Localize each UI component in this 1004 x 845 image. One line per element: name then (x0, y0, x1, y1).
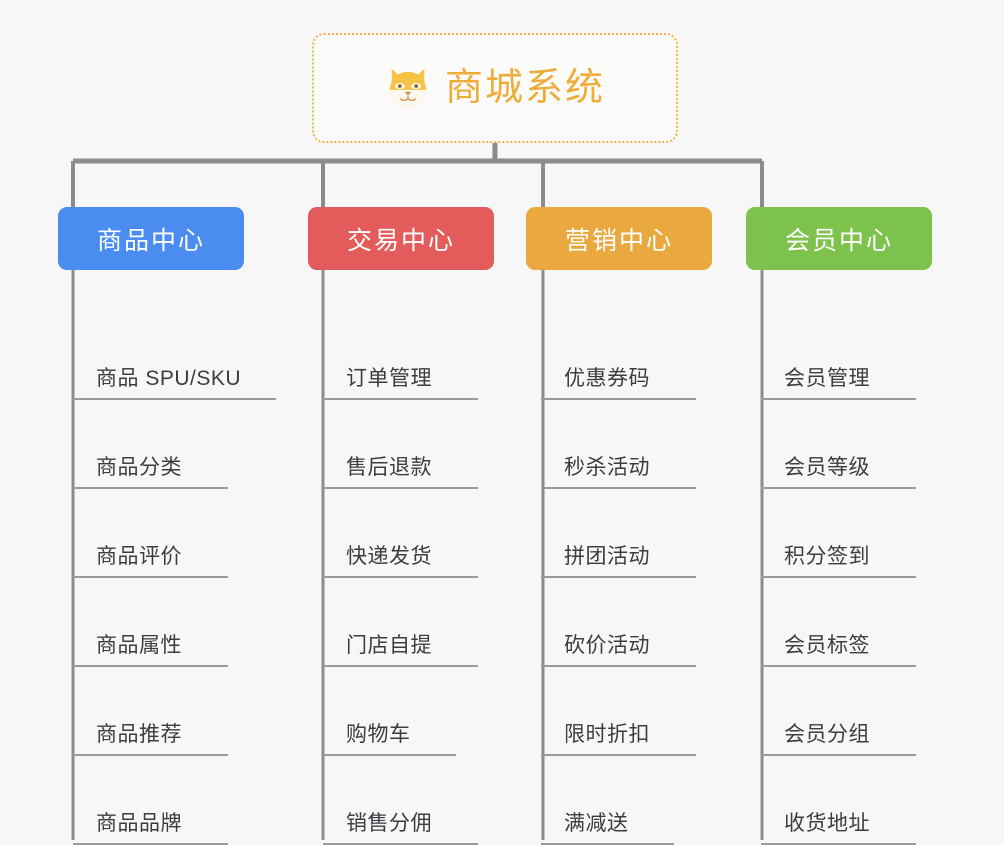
leaf-item[interactable]: 商品推荐 (58, 667, 244, 756)
column-header-marketing-center[interactable]: 营销中心 (526, 207, 712, 270)
column-trade-center: 交易中心订单管理售后退款快递发货门店自提购物车销售分佣 (308, 207, 494, 845)
leaf-item-underline (761, 754, 916, 756)
leaf-item-label: 优惠券码 (564, 367, 650, 390)
leaf-item-label: 售后退款 (346, 456, 432, 479)
leaf-item-underline (541, 487, 696, 489)
leaf-list-marketing-center: 优惠券码秒杀活动拼团活动砍价活动限时折扣满减送 (526, 311, 712, 845)
leaf-item-label: 门店自提 (346, 634, 432, 657)
leaf-item-underline (761, 398, 916, 400)
leaf-item[interactable]: 销售分佣 (308, 756, 494, 845)
leaf-item[interactable]: 优惠券码 (526, 311, 712, 400)
leaf-item-label: 商品属性 (96, 634, 182, 657)
leaf-item[interactable]: 商品分类 (58, 400, 244, 489)
leaf-item-label: 商品 SPU/SKU (96, 367, 242, 390)
leaf-item-label: 秒杀活动 (564, 456, 650, 479)
leaf-item[interactable]: 限时折扣 (526, 667, 712, 756)
leaf-item[interactable]: 砍价活动 (526, 578, 712, 667)
leaf-item-underline (541, 398, 696, 400)
leaf-item-label: 限时折扣 (564, 723, 650, 746)
root-title: 商城系统 (444, 67, 605, 109)
leaf-item-label: 商品分类 (96, 456, 182, 479)
column-header-trade-center[interactable]: 交易中心 (308, 207, 494, 270)
leaf-item[interactable]: 秒杀活动 (526, 400, 712, 489)
leaf-item[interactable]: 满减送 (526, 756, 712, 845)
leaf-item-underline (323, 487, 478, 489)
leaf-item[interactable]: 收货地址 (746, 756, 932, 845)
leaf-item-label: 满减送 (564, 812, 629, 835)
leaf-item[interactable]: 商品属性 (58, 578, 244, 667)
leaf-item-underline (323, 398, 478, 400)
leaf-item-underline (73, 576, 228, 578)
leaf-item-underline (73, 398, 276, 400)
leaf-item-underline (541, 754, 696, 756)
leaf-item[interactable]: 会员管理 (746, 311, 932, 400)
leaf-item-underline (323, 754, 456, 756)
leaf-item[interactable]: 订单管理 (308, 311, 494, 400)
leaf-item-underline (73, 487, 228, 489)
leaf-item[interactable]: 会员等级 (746, 400, 932, 489)
leaf-item[interactable]: 售后退款 (308, 400, 494, 489)
leaf-item-label: 会员标签 (784, 634, 870, 657)
leaf-item-label: 收货地址 (784, 812, 870, 835)
leaf-item-underline (323, 665, 478, 667)
leaf-item-underline (761, 576, 916, 578)
leaf-item[interactable]: 拼团活动 (526, 489, 712, 578)
leaf-item-label: 积分签到 (784, 545, 870, 568)
column-header-label: 交易中心 (346, 226, 455, 255)
leaf-item[interactable]: 会员标签 (746, 578, 932, 667)
leaf-item-label: 会员管理 (784, 367, 870, 390)
leaf-item-label: 订单管理 (346, 367, 432, 390)
leaf-item-underline (323, 576, 478, 578)
leaf-item-label: 销售分佣 (346, 812, 432, 835)
leaf-item-label: 商品推荐 (96, 723, 182, 746)
column-marketing-center: 营销中心优惠券码秒杀活动拼团活动砍价活动限时折扣满减送 (526, 207, 712, 845)
leaf-item-underline (541, 665, 696, 667)
leaf-item-label: 商品品牌 (96, 812, 182, 835)
column-header-member-center[interactable]: 会员中心 (746, 207, 932, 270)
leaf-item-label: 会员等级 (784, 456, 870, 479)
leaf-item-label: 购物车 (346, 723, 411, 746)
leaf-item-label: 快递发货 (346, 545, 432, 568)
leaf-item[interactable]: 商品评价 (58, 489, 244, 578)
column-member-center: 会员中心会员管理会员等级积分签到会员标签会员分组收货地址 (746, 207, 932, 845)
leaf-item[interactable]: 购物车 (308, 667, 494, 756)
leaf-item[interactable]: 积分签到 (746, 489, 932, 578)
column-header-label: 商品中心 (96, 226, 205, 255)
leaf-item-underline (73, 754, 228, 756)
leaf-item-label: 砍价活动 (564, 634, 650, 657)
leaf-item-underline (761, 665, 916, 667)
leaf-item-label: 商品评价 (96, 545, 182, 568)
leaf-list-trade-center: 订单管理售后退款快递发货门店自提购物车销售分佣 (308, 311, 494, 845)
leaf-item[interactable]: 商品 SPU/SKU (58, 311, 276, 400)
leaf-item[interactable]: 商品品牌 (58, 756, 244, 845)
column-product-center: 商品中心商品 SPU/SKU 商品分类商品评价商品属性商品推荐商品品牌 (58, 207, 276, 845)
leaf-item[interactable]: 门店自提 (308, 578, 494, 667)
leaf-item[interactable]: 会员分组 (746, 667, 932, 756)
leaf-item-label: 拼团活动 (564, 545, 650, 568)
shiba-dog-face-icon (389, 68, 427, 109)
leaf-list-member-center: 会员管理会员等级积分签到会员标签会员分组收货地址 (746, 311, 932, 845)
leaf-item-label: 会员分组 (784, 723, 870, 746)
leaf-list-product-center: 商品 SPU/SKU 商品分类商品评价商品属性商品推荐商品品牌 (58, 311, 276, 845)
column-header-product-center[interactable]: 商品中心 (58, 207, 244, 270)
root-node[interactable]: 商城系统 (312, 33, 678, 143)
leaf-item[interactable]: 快递发货 (308, 489, 494, 578)
column-header-label: 营销中心 (564, 226, 673, 255)
column-header-label: 会员中心 (784, 226, 893, 255)
leaf-item-underline (761, 487, 916, 489)
leaf-item-underline (73, 665, 228, 667)
leaf-item-underline (541, 576, 696, 578)
